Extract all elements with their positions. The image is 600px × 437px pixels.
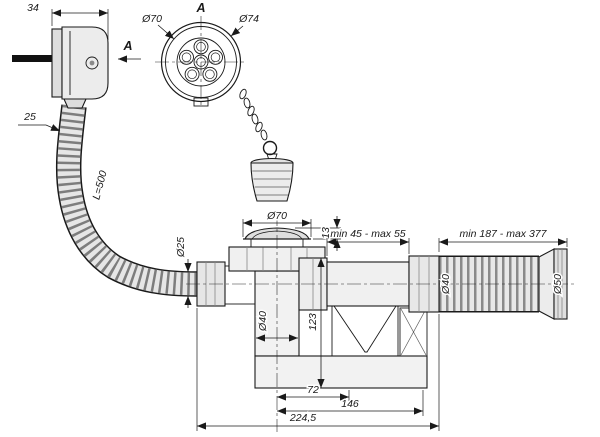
grate-hole xyxy=(179,49,194,65)
dim-text-dia70-grate: Ø70 xyxy=(141,13,162,25)
grate-hole xyxy=(184,66,200,82)
plug-body xyxy=(250,162,294,202)
dim-text-13: 13 xyxy=(320,227,332,239)
grate-hole xyxy=(202,66,218,82)
drain-grate-dome xyxy=(244,227,310,240)
dim-text-dia25: Ø25 xyxy=(175,237,187,258)
overflow-faceplate xyxy=(51,28,63,98)
dim-text-adjust-range: min 45 - max 55 xyxy=(330,228,405,240)
chain-link xyxy=(251,113,259,125)
overflow-cover xyxy=(61,26,109,100)
chain-link xyxy=(243,97,251,109)
dim-text-146: 146 xyxy=(341,398,359,410)
dim-text-72: 72 xyxy=(307,384,319,396)
overflow-spigot xyxy=(63,98,87,109)
centerlines xyxy=(186,212,576,432)
view-a-grate xyxy=(155,16,247,108)
overflow-hose xyxy=(55,104,198,297)
chain-link xyxy=(239,88,247,100)
grate-hole-inner xyxy=(181,52,192,63)
overflow-fitting xyxy=(12,26,109,109)
overflow-screw xyxy=(85,56,99,70)
chain-link xyxy=(247,105,255,117)
dim-text-flex-range: min 187 - max 377 xyxy=(460,228,548,240)
dim-text-dia50: Ø50 xyxy=(552,274,564,295)
dim-text-123: 123 xyxy=(307,313,319,331)
leader-dia74 xyxy=(230,25,244,37)
dim-text-25: 25 xyxy=(23,111,36,123)
dim-text-dia74: Ø74 xyxy=(238,13,259,25)
leader-dia70 xyxy=(157,24,175,40)
chain-link xyxy=(255,121,263,133)
overflow-pin xyxy=(12,55,54,62)
plug-ring xyxy=(262,140,278,156)
dim-text-dia40-outlet: Ø40 xyxy=(440,274,452,295)
hose-length-label: L=500 xyxy=(90,169,109,201)
grate-hole-inner xyxy=(210,52,221,63)
dim-text-dia70-flange: Ø70 xyxy=(266,210,287,222)
dim-text-34: 34 xyxy=(27,2,39,14)
funnel-cone xyxy=(333,305,397,353)
grate-hole-inner xyxy=(205,69,215,80)
cleanout-diagonal xyxy=(400,308,427,356)
dim-text-224: 224,5 xyxy=(289,412,316,424)
grate-hole-inner xyxy=(187,69,197,80)
section-arrow-label: A xyxy=(122,39,132,53)
hose-ribs xyxy=(57,104,198,296)
chain-link xyxy=(260,129,268,141)
bottom-run-pipe xyxy=(254,355,428,389)
chain-and-plug xyxy=(239,88,294,202)
view-a-title: A xyxy=(195,1,205,15)
dim-text-dia40-pipe: Ø40 xyxy=(257,311,269,332)
inlet-pipe xyxy=(224,265,256,305)
grate-hole xyxy=(208,49,223,65)
leader-25 xyxy=(18,124,61,132)
overflow-screw-center xyxy=(89,60,95,66)
